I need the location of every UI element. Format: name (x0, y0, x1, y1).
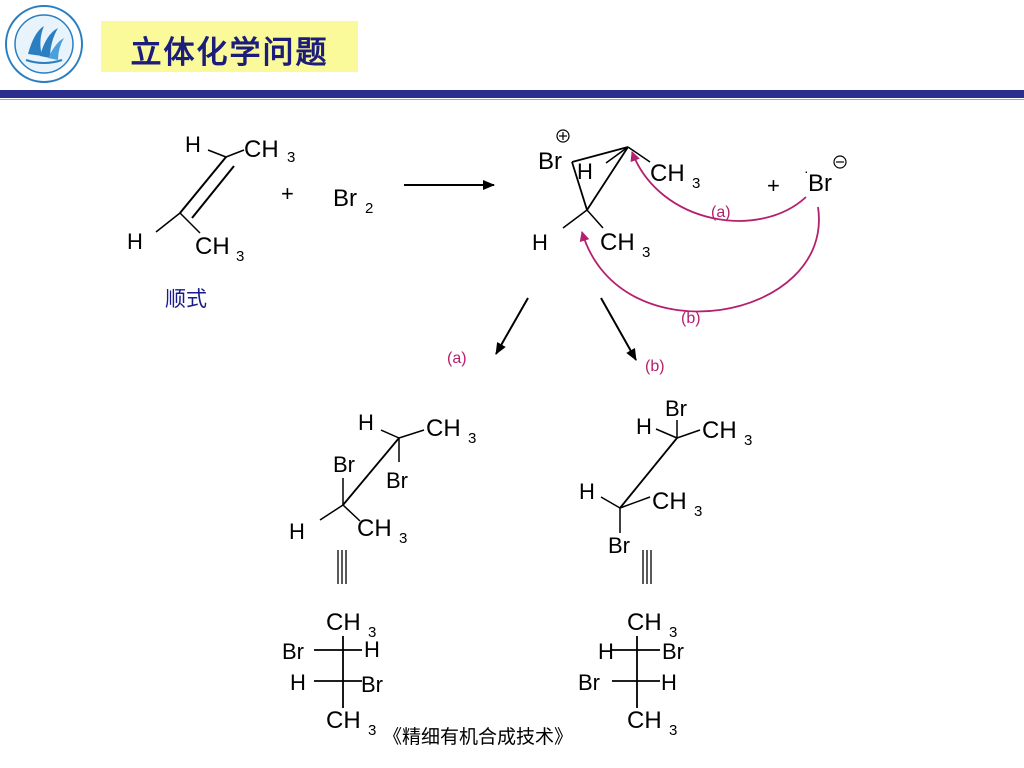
school-logo (5, 5, 83, 83)
pb-upper-ch3-sub: 3 (744, 432, 752, 449)
bromonium-br: Br (538, 148, 562, 175)
pa-upper-ch3: CH (426, 415, 461, 442)
pb-lower-ch3: CH (652, 488, 687, 515)
pa-lower-br: Br (333, 452, 355, 477)
fb-bottom: CH (627, 707, 662, 734)
alkene-ch3-bottom-sub: 3 (236, 248, 244, 265)
fa-bottom-sub: 3 (368, 722, 376, 739)
fb-top-sub: 3 (669, 624, 677, 641)
header-rule (0, 90, 1024, 98)
pb-lower-ch3-sub: 3 (694, 503, 702, 520)
curved-arrow-b (579, 206, 820, 313)
product-b-structure: Br H CH 3 H CH 3 Br (579, 396, 752, 558)
bromide-br: Br (808, 170, 832, 197)
cis-label: 顺式 (165, 287, 207, 311)
slide-footer: 《精细有机合成技术》 (383, 726, 574, 748)
fb-row1-right: Br (662, 639, 684, 664)
fa-row1-left: Br (282, 639, 304, 664)
equivalence-b (642, 550, 652, 584)
pb-lower-br: Br (608, 533, 630, 558)
title-box: 立体化学问题 (101, 21, 358, 72)
pa-upper-ch3-sub: 3 (468, 430, 476, 447)
fb-row1-left: H (598, 639, 614, 664)
path-a-label: (a) (711, 204, 731, 221)
pb-lower-h: H (579, 479, 595, 504)
fischer-b: CH 3 H Br Br H CH 3 (578, 609, 684, 739)
bromine-sub: 2 (365, 200, 373, 217)
fischer-a: CH 3 Br H H Br CH 3 (282, 609, 383, 739)
fa-top-sub: 3 (368, 624, 376, 641)
slide-title: 立体化学问题 (130, 35, 329, 71)
fb-top: CH (627, 609, 662, 636)
plus-sign-1: + (281, 181, 294, 206)
bromonium-h-bottom: H (532, 230, 548, 255)
fa-top: CH (326, 609, 361, 636)
pa-upper-h: H (358, 410, 374, 435)
bromonium-h-top: H (577, 159, 593, 184)
pb-upper-ch3: CH (702, 417, 737, 444)
svg-text:·: · (804, 163, 809, 179)
bromonium-ion: Br H CH 3 H CH 3 (532, 129, 700, 261)
cis-alkene: H CH 3 H CH 3 (127, 132, 295, 265)
alkene-h-top: H (185, 132, 201, 157)
pa-lower-h: H (289, 519, 305, 544)
pb-upper-br: Br (665, 396, 687, 421)
bromonium-ch3-bottom-sub: 3 (642, 244, 650, 261)
arrow-to-product-b (600, 297, 637, 361)
bromonium-ch3-top-sub: 3 (692, 175, 700, 192)
equivalence-a (337, 550, 347, 584)
fb-row2-left: Br (578, 670, 600, 695)
fa-row2-right: Br (361, 672, 383, 697)
fb-bottom-sub: 3 (669, 722, 677, 739)
bromine-label: Br (333, 185, 357, 212)
bromonium-ch3-bottom: CH (600, 229, 635, 256)
curved-arrow-a (630, 151, 807, 222)
alkene-ch3-top: CH (244, 136, 279, 163)
fa-row2-left: H (290, 670, 306, 695)
alkene-ch3-bottom: CH (195, 233, 230, 260)
alkene-h-bottom: H (127, 229, 143, 254)
arrow-b-label: (b) (645, 358, 665, 375)
path-b-label: (b) (681, 310, 701, 327)
alkene-ch3-top-sub: 3 (287, 149, 295, 166)
pa-upper-br: Br (386, 468, 408, 493)
fa-row1-right: H (364, 637, 380, 662)
bromonium-ch3-top: CH (650, 160, 685, 187)
pa-lower-ch3: CH (357, 515, 392, 542)
plus-sign-2: + (767, 173, 780, 198)
header-rule-thin (0, 99, 1024, 100)
product-a-structure: H CH 3 Br Br H CH 3 (289, 410, 476, 547)
fa-bottom: CH (326, 707, 361, 734)
fb-row2-right: H (661, 670, 677, 695)
arrow-to-product-a (495, 297, 529, 355)
pa-lower-ch3-sub: 3 (399, 530, 407, 547)
pb-upper-h: H (636, 414, 652, 439)
arrow-a-label: (a) (447, 350, 467, 367)
